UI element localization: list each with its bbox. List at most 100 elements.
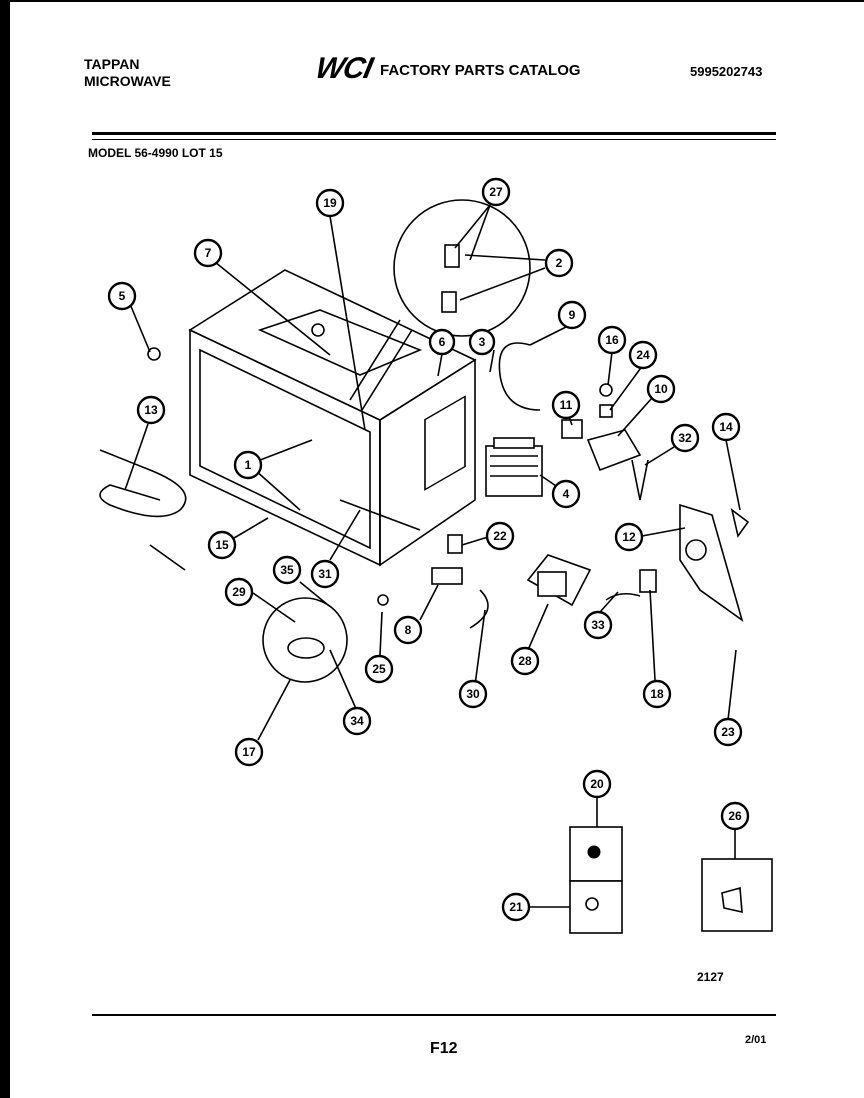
screw-25 [377,594,389,606]
svg-text:11: 11 [560,398,573,412]
svg-text:28: 28 [518,654,532,668]
svg-text:6: 6 [439,335,446,349]
svg-text:30: 30 [466,687,480,701]
callout-21: 21 [501,892,531,922]
svg-text:5: 5 [119,289,126,303]
callout-3: 3 [468,328,496,356]
svg-text:18: 18 [650,687,664,701]
svg-text:25: 25 [372,662,386,676]
callout-11: 11 [551,390,581,420]
lamp [599,383,613,397]
callout-8: 8 [393,615,423,645]
drawing-code: 2127 [697,970,724,984]
bracket-11 [561,419,583,439]
product-type: MICROWAVE [84,73,171,89]
relay-switch [639,569,657,593]
svg-text:1: 1 [245,458,252,472]
callout-26: 26 [720,801,750,831]
svg-text:29: 29 [232,585,246,599]
interlock-switch [444,244,460,268]
callout-25: 25 [364,654,394,684]
callout-1: 1 [233,450,263,480]
svg-text:4: 4 [563,487,570,501]
callout-28: 28 [510,646,540,676]
svg-text:7: 7 [205,246,212,260]
svg-text:21: 21 [509,900,523,914]
bracket-10 [586,429,642,472]
callout-13: 13 [136,395,166,425]
callout-9: 9 [557,300,587,330]
thermostat [287,637,325,659]
capacitor [431,567,463,585]
header-rule-thick [92,132,776,135]
svg-text:19: 19 [323,196,337,210]
callout-4: 4 [551,479,581,509]
callout-16: 16 [597,325,627,355]
catalog-title: FACTORY PARTS CATALOG [380,62,581,79]
svg-text:22: 22 [493,529,507,543]
svg-text:10: 10 [654,382,668,396]
callout-6: 6 [428,328,456,356]
callout-5: 5 [107,281,137,311]
callout-30: 30 [458,679,488,709]
svg-text:3: 3 [479,335,486,349]
revision-date: 2/01 [745,1034,767,1046]
callout-35: 35 [272,555,302,585]
svg-text:20: 20 [590,777,604,791]
svg-text:12: 12 [622,530,636,544]
detail-circle-thermostat [262,597,348,683]
callout-10: 10 [646,374,676,404]
callout-23: 23 [713,717,743,747]
callout-7: 7 [193,238,223,268]
model-number: MODEL 56-4990 LOT 15 [88,146,223,160]
callout-2: 2 [544,248,574,278]
svg-text:27: 27 [489,185,503,199]
callout-24: 24 [628,340,658,370]
svg-text:16: 16 [605,333,619,347]
lamp-socket [599,404,613,418]
callout-17: 17 [234,737,264,767]
svg-text:8: 8 [405,623,412,637]
bracket [447,534,463,554]
callout-33: 33 [583,610,613,640]
callout-18: 18 [642,679,672,709]
svg-text:32: 32 [678,431,692,445]
svg-text:2: 2 [556,256,563,270]
wire-33 [605,592,641,601]
footer-rule [92,1014,776,1016]
svg-text:15: 15 [215,538,229,552]
catalog-number: 5995202743 [690,64,763,79]
svg-text:23: 23 [721,725,735,739]
bracket-32 [631,459,649,501]
callout-12: 12 [614,522,644,552]
callout-29: 29 [224,577,254,607]
svg-text:31: 31 [318,567,332,581]
svg-text:13: 13 [144,403,158,417]
transformer [526,554,592,607]
page-number: F12 [430,1040,458,1057]
svg-text:24: 24 [636,348,650,362]
heating-element [99,449,187,571]
callout-32: 32 [670,423,700,453]
wire-30 [469,589,489,629]
svg-text:34: 34 [350,714,364,728]
brand-name: TAPPAN [84,56,140,72]
svg-text:14: 14 [719,420,733,434]
svg-text:33: 33 [591,618,605,632]
svg-text:17: 17 [242,745,256,759]
detail-circle-switches [393,199,531,337]
svg-text:26: 26 [728,809,742,823]
callout-19: 19 [315,188,345,218]
header-rule-thin [92,139,776,140]
callout-34: 34 [342,706,372,736]
callout-14: 14 [711,412,741,442]
callout-20: 20 [582,769,612,799]
magnetron [485,437,543,497]
clip-5 [147,347,161,361]
callout-27: 27 [481,177,511,207]
svg-text:9: 9 [569,308,576,322]
oven-cabinet [188,269,477,567]
svg-text:35: 35 [280,563,294,577]
power-cord [498,342,541,411]
